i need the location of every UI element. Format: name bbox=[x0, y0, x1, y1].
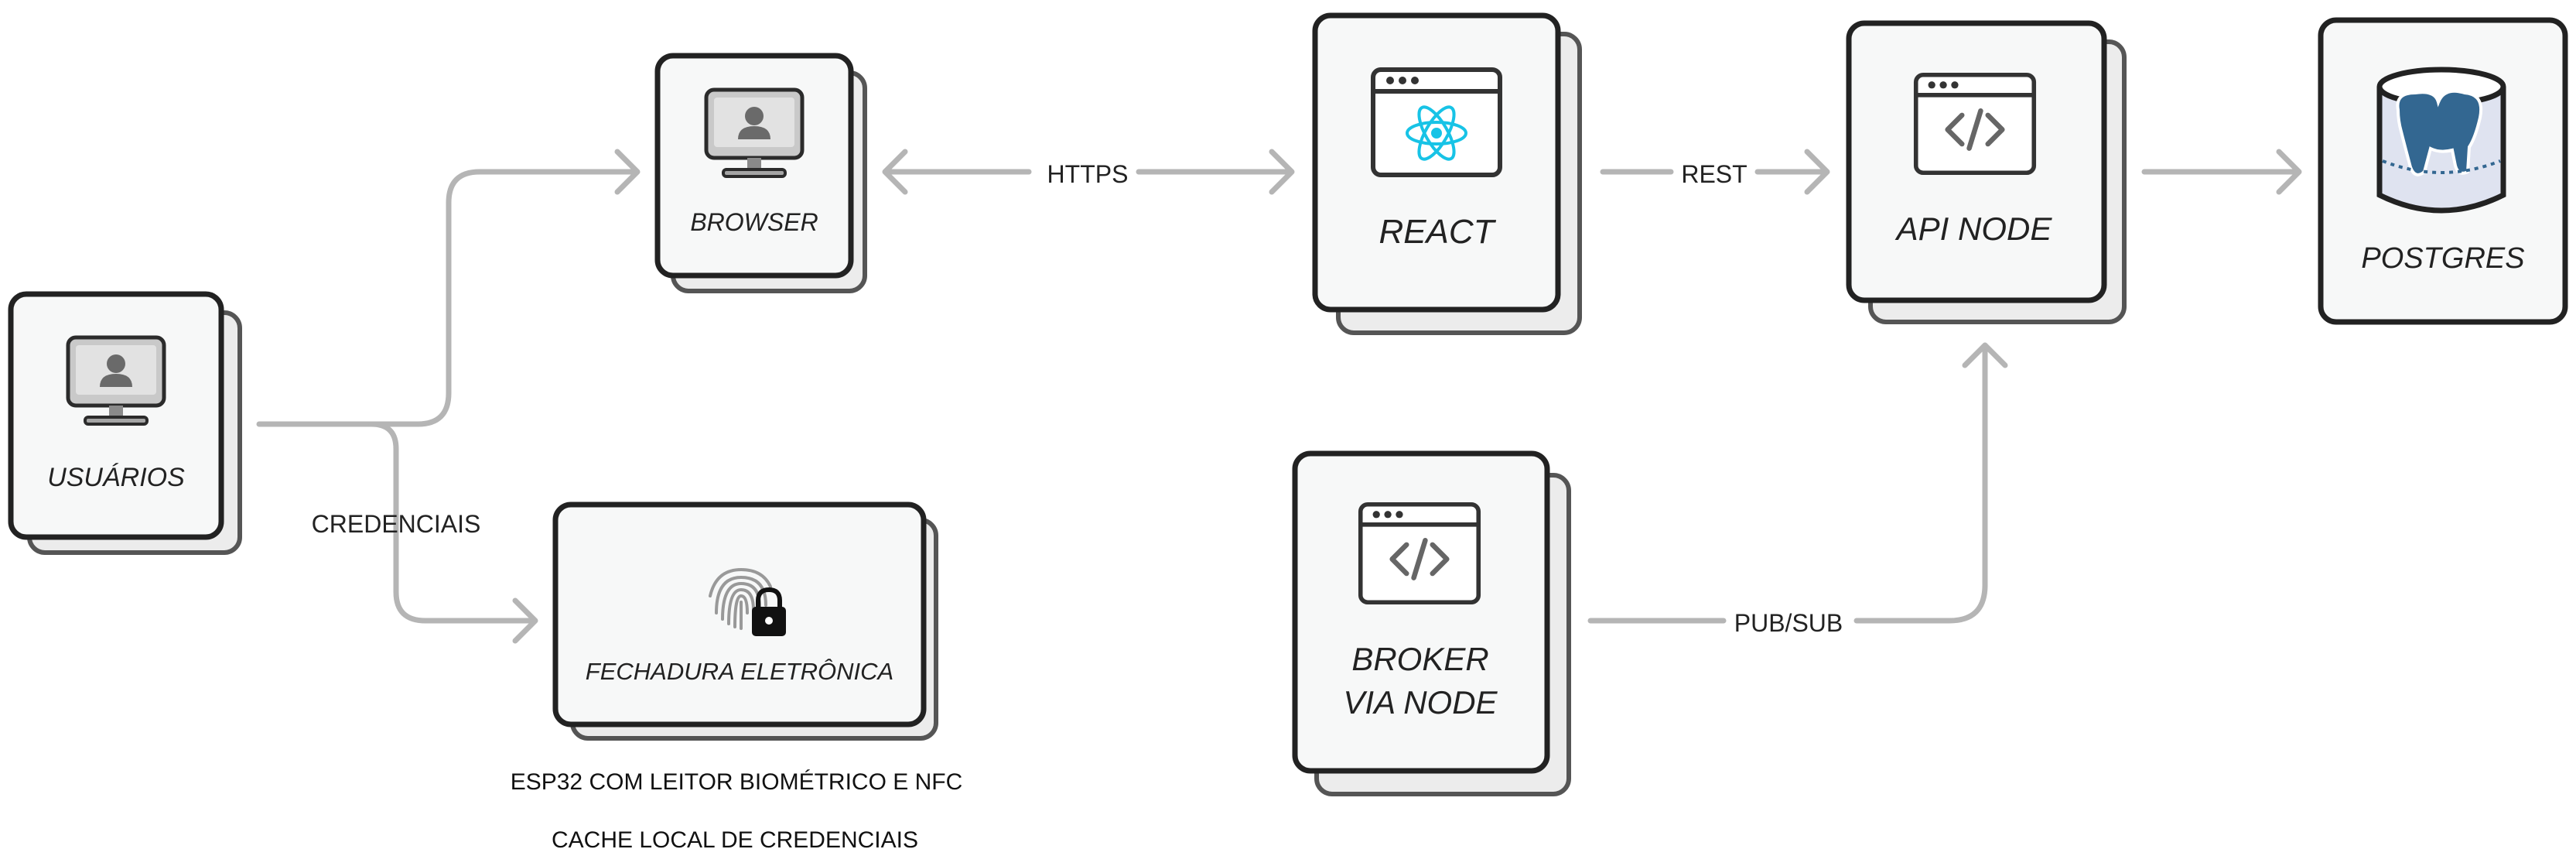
arrowhead-browser bbox=[614, 149, 641, 195]
arrowhead-fechadura bbox=[512, 597, 538, 644]
arrowhead-react bbox=[1269, 149, 1295, 195]
node-usuarios: USUÁRIOS bbox=[8, 291, 242, 555]
node-label-browser: BROWSER bbox=[690, 208, 818, 236]
edge-label-pubsub: PUB/SUB bbox=[1734, 609, 1843, 637]
arrowhead-pubsub bbox=[1962, 342, 2008, 368]
fingerprint-lock-icon bbox=[709, 567, 786, 636]
node-postgres: POSTGRES bbox=[2318, 17, 2568, 325]
node-label-fechadura: FECHADURA ELETRÔNICA bbox=[586, 658, 893, 685]
node-broker: BROKER VIA NODE bbox=[1292, 450, 1571, 796]
react-window-icon bbox=[1373, 70, 1500, 175]
note-cache-local: CACHE LOCAL DE CREDENCIAIS bbox=[552, 827, 918, 849]
node-fechadura: FECHADURA ELETRÔNICA bbox=[552, 502, 938, 741]
edge-label-rest: REST bbox=[1681, 160, 1747, 188]
edge-label-https: HTTPS bbox=[1047, 160, 1129, 188]
connector-usuarios-to-browser bbox=[256, 169, 639, 427]
arrowhead-https-left bbox=[882, 149, 908, 195]
edge-label-credenciais: CREDENCIAIS bbox=[312, 510, 481, 538]
code-window-icon bbox=[1361, 505, 1479, 602]
postgres-database-icon bbox=[2376, 67, 2506, 214]
connectors bbox=[256, 149, 2302, 644]
node-label-broker-line2: VIA NODE bbox=[1343, 684, 1498, 721]
node-label-usuarios: USUÁRIOS bbox=[47, 463, 185, 492]
arrowhead-postgres bbox=[2276, 149, 2302, 195]
node-label-broker-line1: BROKER bbox=[1351, 641, 1488, 677]
node-browser: BROWSER bbox=[654, 53, 867, 293]
connector-pubsub-right bbox=[1853, 344, 1988, 624]
node-label-api-node: API NODE bbox=[1894, 211, 2053, 247]
node-api-node: API NODE bbox=[1846, 20, 2127, 324]
node-label-react: REACT bbox=[1379, 213, 1496, 251]
node-react: REACT bbox=[1312, 12, 1582, 335]
note-esp32: ESP32 COM LEITOR BIOMÉTRICO E NFC bbox=[511, 769, 963, 795]
code-window-icon bbox=[1916, 75, 2034, 173]
connector-usuarios-to-fechadura bbox=[368, 421, 537, 624]
arrowhead-api-node bbox=[1804, 149, 1830, 195]
node-label-postgres: POSTGRES bbox=[2361, 242, 2524, 275]
